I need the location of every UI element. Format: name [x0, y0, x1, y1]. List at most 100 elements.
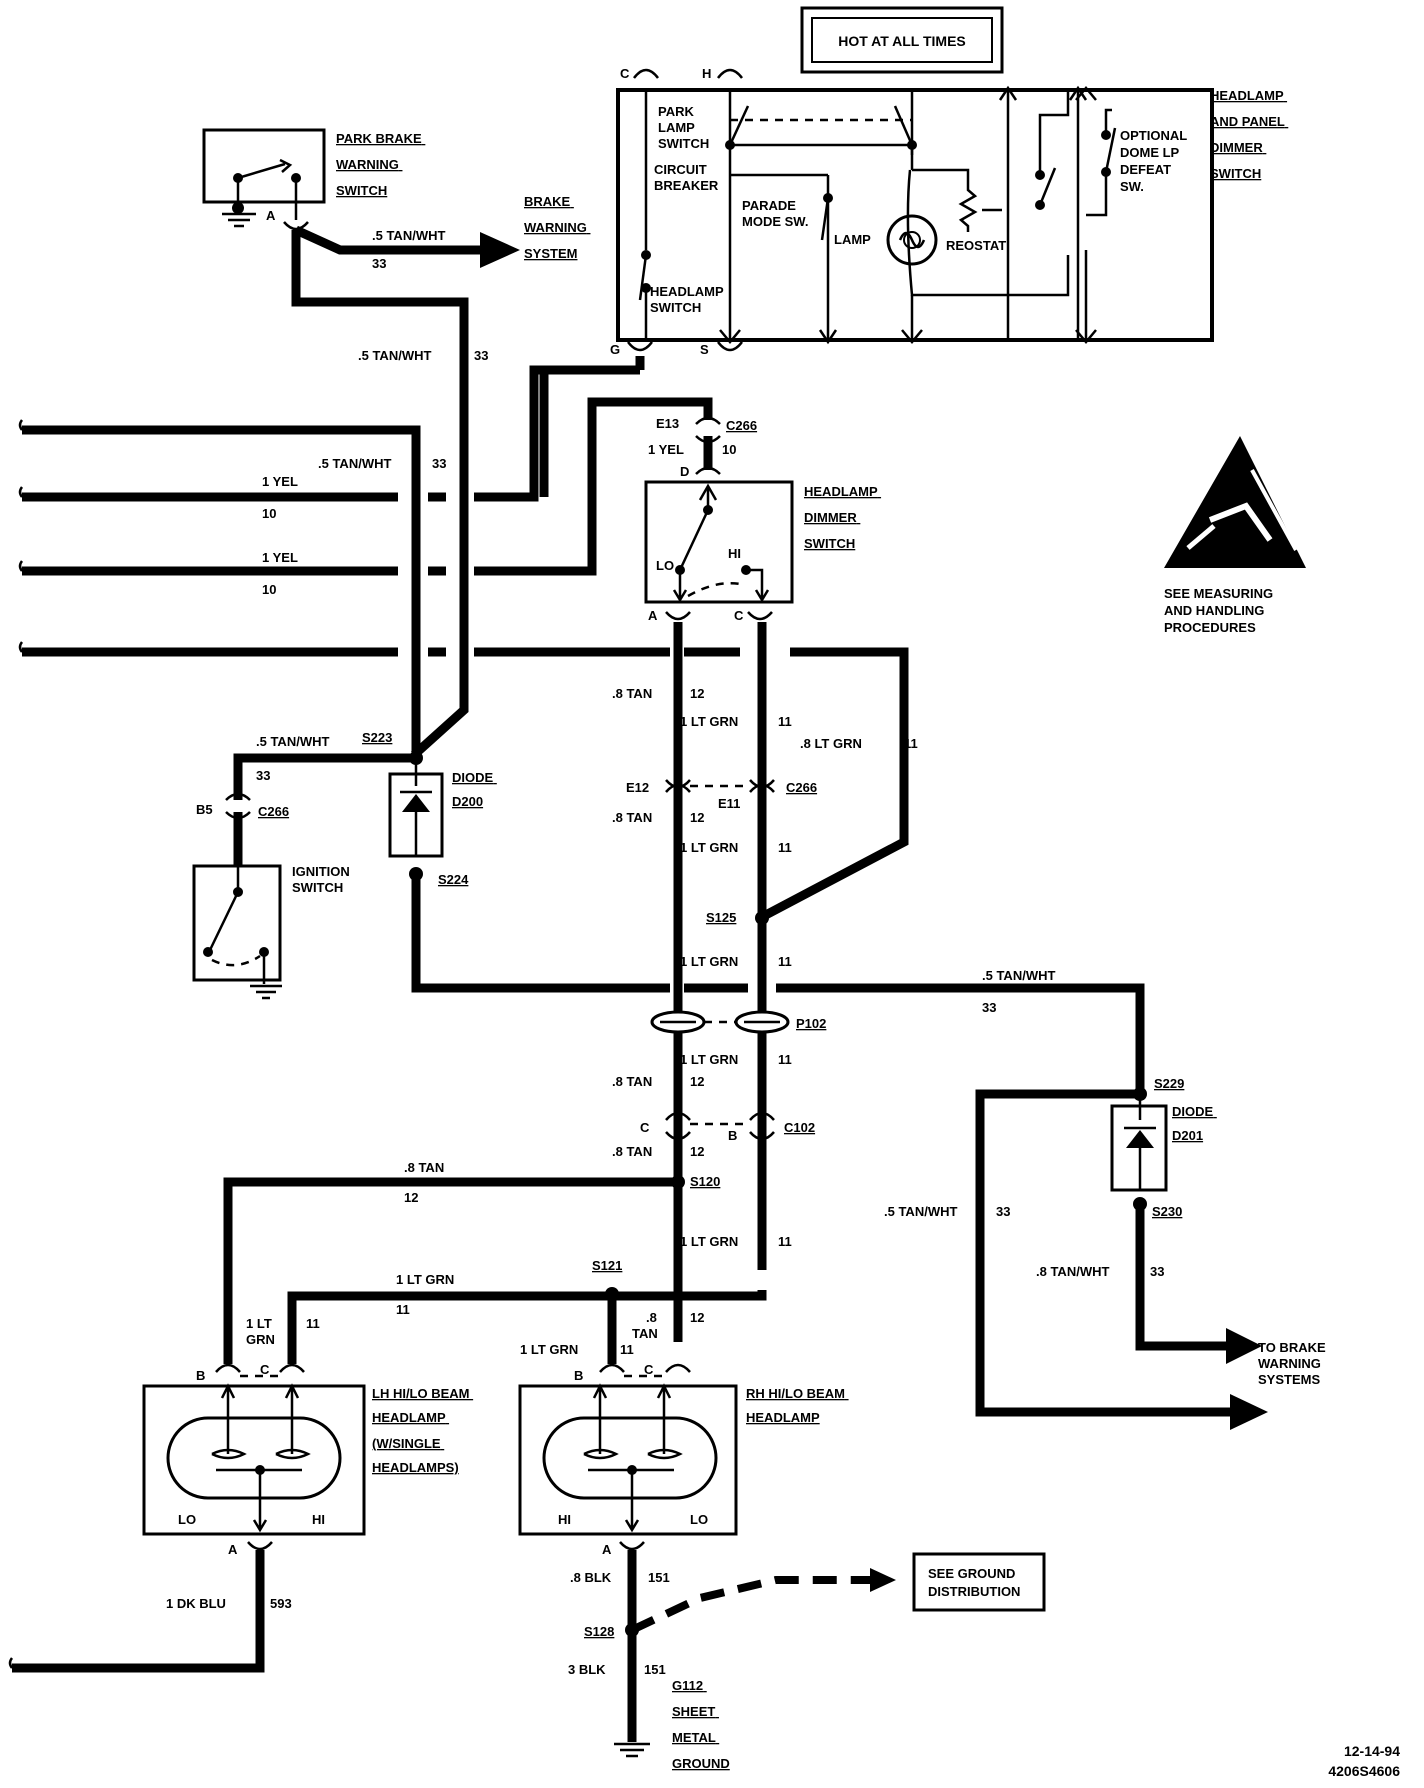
headlamp-dimmer-switch: LO HI HEADLAMP DIMMER SWITCH A C — [644, 480, 878, 623]
pin-h-top: H — [702, 66, 711, 81]
diagram-label: 11 — [778, 954, 792, 969]
to-brake-warning-label: TO BRAKE WARNING SYSTEMS — [1258, 1340, 1329, 1387]
diagram-label: AND PANEL — [1210, 114, 1285, 129]
diagram-label: 33 — [432, 456, 446, 471]
diagram-label: 11 — [778, 840, 792, 855]
diagram-label: SWITCH — [650, 300, 701, 315]
diagram-label: SWITCH — [292, 880, 343, 895]
diagram-label: GROUND — [672, 1756, 730, 1771]
diagram-label: E12 — [626, 780, 649, 795]
diagram-label: A — [648, 608, 658, 623]
diagram-label: WARNING — [1258, 1356, 1321, 1371]
diagram-label: LO — [178, 1512, 196, 1527]
circuit-breaker-label: CIRCUIT BREAKER — [654, 162, 719, 193]
lamp-label: LAMP — [834, 232, 871, 247]
diagram-label: DIODE — [452, 770, 494, 785]
diagram-label: DISTRIBUTION — [928, 1584, 1020, 1599]
ignition-branch: S223 .5 TAN/WHT 33 B5 C266 IGNITION SWIT… — [192, 730, 423, 1000]
diagram-label: P102 — [796, 1016, 826, 1031]
park-lamp-switch-label: PARK LAMP SWITCH — [658, 104, 709, 151]
diode-d201-title: DIODE D201 — [1172, 1104, 1217, 1143]
diagram-label: HEADLAMP — [650, 284, 724, 299]
rh-headlamp: 1 LT GRN 11 .8 TAN 12 B C HI LO RH HI/LO… — [518, 1296, 896, 1771]
optional-dome-label: OPTIONAL DOME LP DEFEAT SW. — [1120, 128, 1191, 194]
diagram-label: C266 — [258, 804, 289, 819]
diagram-label: DOME LP — [1120, 145, 1180, 160]
diagram-label: B5 — [196, 802, 213, 817]
diagram-label: C266 — [786, 780, 817, 795]
diagram-label: 11 — [778, 1052, 792, 1067]
diagram-label: .8 TAN — [612, 1144, 652, 1159]
diagram-label: .8 TAN — [612, 1074, 652, 1089]
diagram-label: SWITCH — [804, 536, 855, 551]
diagram-label: 11 — [620, 1342, 634, 1357]
diagram-label: 1 YEL — [262, 550, 298, 565]
diagram-label: .5 TAN/WHT — [884, 1204, 957, 1219]
diagram-label: C102 — [784, 1120, 815, 1135]
lh-headlamp-title: LH HI/LO BEAM HEADLAMP (W/SINGLE HEADLAM… — [372, 1386, 473, 1475]
diagram-label: 10 — [722, 442, 736, 457]
diagram-label: .8 TAN — [404, 1160, 444, 1175]
diagram-label: PARK BRAKE — [336, 131, 422, 146]
diagram-label: SHEET — [672, 1704, 715, 1719]
diagram-label: B — [728, 1128, 737, 1143]
diagram-label: LO — [690, 1512, 708, 1527]
diagram-label: S224 — [438, 872, 469, 887]
g112-ground-title: G112 SHEET METAL GROUND — [672, 1678, 730, 1771]
diagram-label: SWITCH — [658, 136, 709, 151]
diagram-label: 1 LT GRN — [680, 1234, 738, 1249]
diagram-label: 12 — [690, 1074, 704, 1089]
diagram-label: 1 YEL — [648, 442, 684, 457]
diagram-label: S125 — [706, 910, 736, 925]
diagram-label: 1 LT GRN — [520, 1342, 578, 1357]
esd-warning-icon: SEE MEASURING AND HANDLING PROCEDURES — [1164, 436, 1306, 635]
diagram-label: HEADLAMP — [804, 484, 878, 499]
diagram-label: 12 — [690, 686, 704, 701]
diagram-label: A — [602, 1542, 612, 1557]
diagram-label: HEADLAMP — [746, 1410, 820, 1425]
diagram-label: HEADLAMP — [372, 1410, 446, 1425]
diagram-label: WARNING — [524, 220, 587, 235]
diagram-label: CIRCUIT — [654, 162, 707, 177]
diagram-label: 151 — [644, 1662, 666, 1677]
ignition-title: IGNITION SWITCH — [292, 864, 353, 895]
hot-label: HOT AT ALL TIMES — [838, 33, 966, 49]
diagram-label: AND HANDLING — [1164, 603, 1264, 618]
diagram-label: SWITCH — [1210, 166, 1261, 181]
diagram-label: PARK — [658, 104, 694, 119]
diagram-label: .8 TAN/WHT — [1036, 1264, 1109, 1279]
diagram-label: 1 YEL — [262, 474, 298, 489]
diagram-label: B — [196, 1368, 205, 1383]
rh-headlamp-title: RH HI/LO BEAM HEADLAMP — [746, 1386, 849, 1425]
diagram-label: SEE MEASURING — [1164, 586, 1273, 601]
diagram-label: (W/SINGLE — [372, 1436, 441, 1451]
wire-label: .5 TAN/WHT — [372, 228, 445, 243]
diagram-label: E13 — [656, 416, 679, 431]
diagram-label: 12 — [690, 1310, 704, 1325]
diagram-label: WARNING — [336, 157, 399, 172]
hot-at-all-times-box: HOT AT ALL TIMES — [800, 6, 1004, 74]
diagram-label: D201 — [1172, 1128, 1203, 1143]
diagram-label: 33 — [996, 1204, 1010, 1219]
diagram-label: IGNITION — [292, 864, 350, 879]
diagram-label: 593 — [270, 1596, 292, 1611]
diagram-label: 1 LT GRN — [396, 1272, 454, 1287]
center-wires: .8 TAN 12 1 LT GRN 11 .8 LT GRN 11 E12 E… — [592, 622, 918, 1342]
diagram-label: 1 LT GRN — [680, 1052, 738, 1067]
diagram-label: 10 — [262, 582, 276, 597]
diagram-label: G112 — [672, 1678, 703, 1693]
diagram-label: TAN — [632, 1326, 658, 1341]
diagram-label: LAMP — [658, 120, 695, 135]
diagram-label: E11 — [718, 796, 740, 811]
diagram-label: 11 — [904, 736, 918, 751]
diagram-label: 11 — [306, 1316, 320, 1331]
diagram-label: DIODE — [1172, 1104, 1214, 1119]
diagram-label: 33 — [1150, 1264, 1164, 1279]
diagram-label: C266 — [726, 418, 757, 433]
diagram-label: D200 — [452, 794, 483, 809]
footer-code: 4206S4606 — [1328, 1763, 1400, 1779]
esd-text: SEE MEASURING AND HANDLING PROCEDURES — [1164, 586, 1277, 635]
diagram-label: SW. — [1120, 179, 1144, 194]
ground-distribution-box: SEE GROUND DISTRIBUTION — [912, 1552, 1046, 1612]
